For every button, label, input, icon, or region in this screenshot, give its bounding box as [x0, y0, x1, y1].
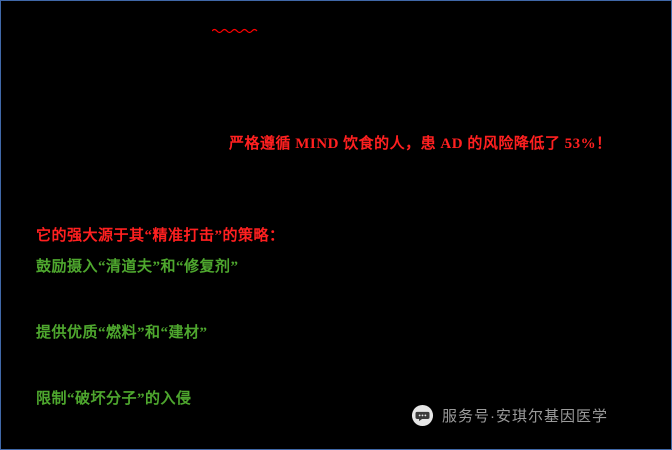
watermark-label: 服务号·安琪尔基因医学: [442, 408, 608, 425]
strategy-point-3: 限制“破坏分子”的入侵: [36, 391, 192, 407]
strategy-point-2: 提供优质“燃料”和“建材”: [36, 325, 208, 341]
wechat-chat-bubble-icon: [411, 404, 434, 427]
headline-statistic: 严格遵循 MIND 饮食的人，患 AD 的风险降低了 53%！: [229, 136, 612, 152]
strategy-point-1: 鼓励摄入“清道夫”和“修复剂”: [36, 259, 239, 275]
wechat-watermark: 服务号·安琪尔基因医学: [411, 404, 608, 427]
strategy-intro: 它的强大源于其“精准打击”的策略：: [36, 228, 285, 244]
red-squiggle-underline-icon: [211, 28, 258, 34]
